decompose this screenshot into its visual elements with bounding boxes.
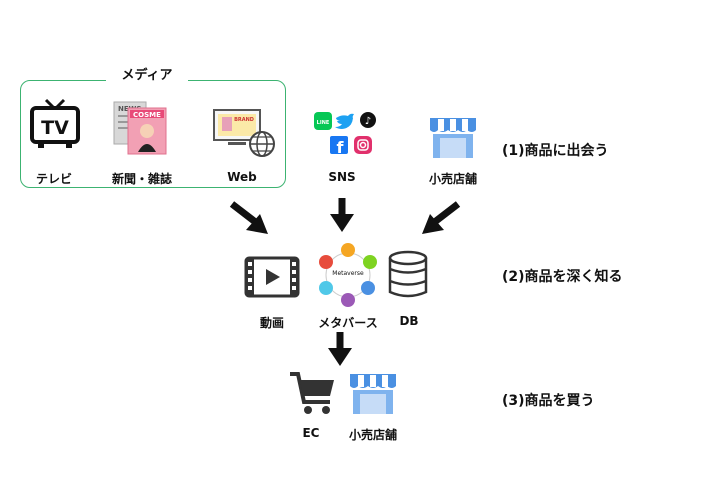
store-icon	[430, 118, 476, 158]
svg-text:LINE: LINE	[317, 120, 330, 126]
arrow-icon	[328, 332, 352, 366]
step-1-label: (1)商品に出会う	[502, 143, 609, 159]
arrow-icon	[330, 198, 354, 232]
database-icon	[388, 250, 428, 298]
video-icon	[244, 256, 300, 298]
media-group-title: メディア	[106, 64, 188, 83]
metaverse-icon	[319, 243, 377, 307]
step-2-label: (2)商品を深く知る	[502, 269, 623, 285]
svg-text:TV: TV	[41, 117, 69, 139]
svg-text:BRAND: BRAND	[234, 117, 254, 123]
store-icon	[350, 374, 396, 414]
level2-label-metaverse: メタバース	[318, 316, 378, 330]
level2-label-video: 動画	[259, 316, 284, 330]
svg-text:♪: ♪	[365, 116, 371, 127]
web-browser-icon: BRAND	[213, 109, 275, 157]
source-label-store: 小売店舗	[428, 172, 477, 186]
shopping-cart-icon	[290, 372, 334, 414]
media-item-label-tv: テレビ	[35, 172, 72, 186]
tv-icon: TV	[30, 98, 80, 148]
media-item-label-newspaper: 新聞・雑誌	[111, 172, 172, 186]
arrow-icon	[229, 201, 268, 234]
step-3-label: (3)商品を買う	[502, 393, 595, 409]
svg-text:COSME: COSME	[133, 111, 161, 119]
source-label-sns: SNS	[328, 170, 356, 184]
level3-label-ec: EC	[302, 426, 320, 440]
svg-text:f: f	[337, 138, 345, 157]
media-item-label-web: Web	[227, 170, 257, 184]
newspaper-magazine-icon: NEWS COSME	[113, 101, 167, 155]
metaverse-center-text: Metaverse	[332, 270, 364, 277]
level2-label-db: DB	[399, 314, 419, 328]
level3-label-store: 小売店舗	[348, 428, 397, 442]
arrow-icon	[422, 201, 461, 234]
sns-logos-icon: LINE ♪ f	[314, 112, 376, 157]
